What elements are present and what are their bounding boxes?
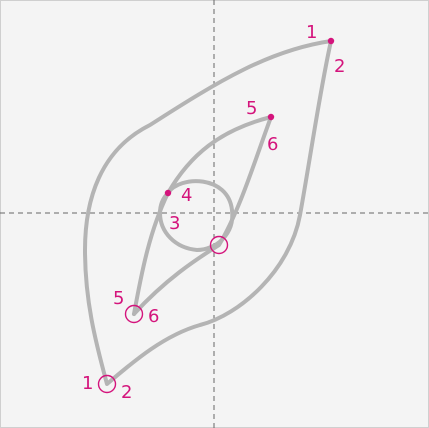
label-inner-bottom-start: 5 <box>113 288 124 309</box>
start-dot-inner-top <box>267 113 275 121</box>
inner-upper-stroke <box>132 115 273 316</box>
label-outer-start: 1 <box>306 22 317 43</box>
label-inner-top-end: 6 <box>267 134 278 155</box>
label-outer-end: 2 <box>334 56 345 77</box>
label-inner-top-start: 5 <box>246 98 257 119</box>
outer-stroke <box>83 39 333 386</box>
inner-right-stroke <box>132 115 273 316</box>
center-loop-stroke <box>158 179 235 252</box>
start-dot-outer <box>327 37 335 45</box>
label-loop-start: 4 <box>181 185 192 206</box>
label-bottom-end: 2 <box>121 382 132 403</box>
end-ring-inner <box>124 304 144 324</box>
label-inner-bottom-end: 6 <box>148 306 159 327</box>
label-bottom-start: 1 <box>82 373 93 394</box>
label-loop-end: 3 <box>169 213 180 234</box>
start-dot-loop <box>164 189 172 197</box>
end-ring-loop <box>209 235 229 255</box>
end-ring-outer <box>97 374 117 394</box>
